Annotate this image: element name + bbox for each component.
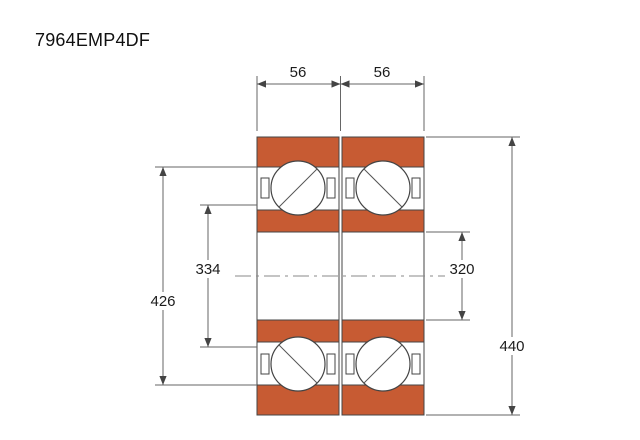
cage-bottom-left-inner xyxy=(326,353,336,375)
cage-top-right-inner xyxy=(345,177,355,199)
cage-top-right-outer xyxy=(411,177,421,199)
part-number-title: 7964EMP4DF xyxy=(35,30,151,50)
contact-line-top-left xyxy=(278,168,318,208)
inner-ring-top-left xyxy=(257,210,339,232)
cage-top-left-outer xyxy=(260,177,270,199)
dimension-right-outer: 440 xyxy=(426,136,529,416)
cage-top-left-inner xyxy=(326,177,336,199)
extension-lines-right-outer xyxy=(426,136,520,416)
dimension-right-inner: 320 xyxy=(426,231,479,321)
extension-lines-left-outer xyxy=(155,166,257,386)
label-backing xyxy=(495,337,529,355)
dim-label-right-inner: 320 xyxy=(449,261,474,278)
dimension-left-inner: 334 xyxy=(191,204,257,348)
inner-ring-top-right xyxy=(342,210,424,232)
dim-label-width-right: 56 xyxy=(374,64,391,81)
dim-label-width-left: 56 xyxy=(290,64,307,81)
contact-line-bottom-right xyxy=(363,344,403,384)
contact-line-top-right xyxy=(363,168,403,208)
contact-line-bottom-left xyxy=(278,344,318,384)
cage-bottom-right-outer xyxy=(411,353,421,375)
label-backing xyxy=(445,260,479,278)
dim-label-left-outer: 426 xyxy=(150,293,175,310)
label-backing xyxy=(191,260,225,278)
label-backing xyxy=(146,292,180,310)
cage-bottom-right-inner xyxy=(345,353,355,375)
dim-label-right-outer: 440 xyxy=(499,338,524,355)
dimension-left-outer: 426 xyxy=(146,166,257,386)
bearing-rings xyxy=(257,137,424,415)
inner-ring-bottom-left xyxy=(257,320,339,342)
inner-ring-bottom-right xyxy=(342,320,424,342)
dim-label-left-inner: 334 xyxy=(195,261,220,278)
cage-bottom-left-outer xyxy=(260,353,270,375)
dimension-top-widths: 56 56 xyxy=(256,64,425,131)
cage-sections xyxy=(260,177,421,375)
